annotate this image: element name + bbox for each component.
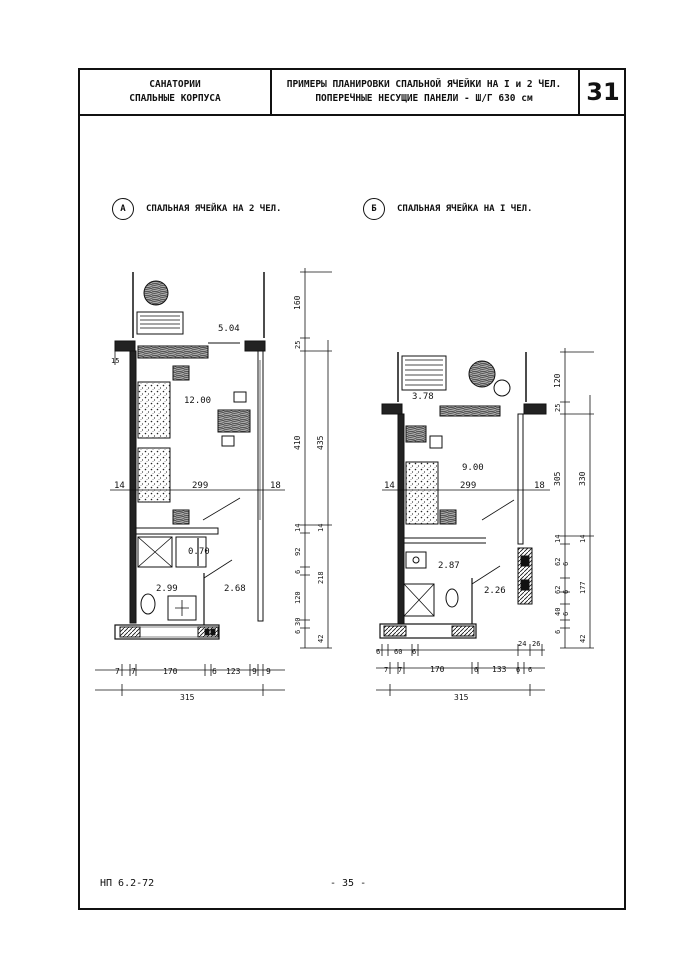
plan-b-bot-6c: 6 [474, 666, 478, 674]
plan-a-bot-total: 315 [180, 693, 195, 702]
section-a-heading: А СПАЛЬНАЯ ЯЧЕЙКА НА 2 ЧЕЛ. [112, 198, 281, 220]
plan-b-dim-14b: 14 [579, 535, 587, 543]
plan-b-dim-42: 42 [579, 635, 587, 643]
plan-b-dim-305: 305 [553, 471, 562, 486]
plan-a-dim-30: 30 [294, 618, 302, 626]
plan-b-bot-7b: 7 [398, 666, 402, 674]
section-b-heading: Б СПАЛЬНАЯ ЯЧЕЙКА НА I ЧЕЛ. [363, 198, 532, 220]
plan-b-bot-24: 24 [518, 640, 526, 648]
title-block-left: САНАТОРИИ СПАЛЬНЫЕ КОРПУСА [80, 70, 272, 114]
plan-a-dim-6b: 6 [294, 630, 302, 634]
plan-a-dim-435: 435 [316, 435, 325, 450]
plan-a-loggia-area: 5.04 [218, 324, 240, 334]
plan-a-dim-120: 120 [294, 591, 302, 604]
plan-b-dim-6: 6 [562, 562, 570, 566]
title-mid-line2: ПОПЕРЕЧНЫЕ НЕСУЩИЕ ПАНЕЛИ - Ш/Г 630 см [315, 93, 533, 104]
section-a-marker: А [112, 198, 134, 220]
plan-a-dim-42: 42 [317, 635, 325, 643]
plan-b-dim-14: 14 [554, 535, 562, 543]
plan-b-bot-total: 315 [454, 693, 469, 702]
plan-b-bot-170: 170 [430, 665, 445, 674]
plan-a-hall-area: 2.99 [156, 584, 178, 594]
plan-a [95, 268, 332, 696]
plan-a-dim-92: 92 [294, 548, 302, 556]
sheet-number: 31 [578, 70, 626, 114]
plan-b-dim-6d: 6 [554, 630, 562, 634]
footer-page: - 35 - [330, 878, 367, 889]
plan-a-bot-7a: 7 [115, 667, 120, 676]
plan-a-bot-170: 170 [163, 667, 178, 676]
plan-a-bot-9a: 9 [252, 667, 257, 676]
loggia-table-icon [468, 360, 496, 388]
plan-b-dim-62: 62 [554, 558, 562, 566]
loggia-table-icon [143, 280, 169, 306]
plan-b-bot-7a: 7 [384, 666, 388, 674]
section-a-title: СПАЛЬНАЯ ЯЧЕЙКА НА 2 ЧЕЛ. [146, 204, 282, 214]
plan-b-bedroom-area: 9.00 [462, 463, 484, 473]
plan-a-dim-410: 410 [293, 435, 302, 450]
plan-b-bot-6d: 6 [516, 666, 520, 674]
title-block: САНАТОРИИ СПАЛЬНЫЕ КОРПУСА ПРИМЕРЫ ПЛАНИ… [80, 70, 624, 116]
plan-b-bot-133: 133 [492, 665, 507, 674]
title-left-line2: СПАЛЬНЫЕ КОРПУСА [129, 93, 221, 104]
section-b-marker: Б [363, 198, 385, 220]
plan-b-width-mid: 299 [460, 481, 476, 491]
plan-a-dim-160: 160 [293, 295, 302, 310]
plan-a-dim-14: 14 [294, 524, 302, 532]
plan-b-dim-6c: 6 [562, 612, 570, 616]
plan-b-dim-40: 40 [554, 608, 562, 616]
drawing-frame: САНАТОРИИ СПАЛЬНЫЕ КОРПУСА ПРИМЕРЫ ПЛАНИ… [78, 68, 626, 910]
plan-b-dim-120: 120 [553, 373, 562, 388]
plan-b-bot-6b: 6 [412, 648, 416, 656]
plan-b-dim-177: 177 [579, 581, 587, 594]
plan-a-bot-7b: 7 [131, 667, 136, 676]
plan-a-dim-218: 218 [317, 571, 325, 584]
plan-b-loggia-area: 3.78 [412, 392, 434, 402]
plan-a-dim-25: 25 [294, 341, 302, 349]
title-block-middle: ПРИМЕРЫ ПЛАНИРОВКИ СПАЛЬНОЙ ЯЧЕЙКИ НА I … [272, 70, 576, 114]
plan-a-width-right: 18 [270, 481, 281, 491]
plan-b-bath-area: 2.26 [484, 586, 506, 596]
plan-a-dim-14b: 14 [317, 524, 325, 532]
section-b-title: СПАЛЬНАЯ ЯЧЕЙКА НА I ЧЕЛ. [397, 204, 533, 214]
title-mid-line1: ПРИМЕРЫ ПЛАНИРОВКИ СПАЛЬНОЙ ЯЧЕЙКИ НА I … [286, 79, 562, 90]
plan-a-shower-area: 0.70 [188, 547, 210, 557]
plan-b-dim-330: 330 [578, 471, 587, 486]
plan-a-bedroom-area: 12.00 [184, 396, 211, 406]
plan-a-dim-6: 6 [294, 570, 302, 574]
plan-a-width-left: 14 [114, 481, 125, 491]
plan-a-bot-123: 123 [226, 667, 241, 676]
plan-b-width-right: 18 [534, 481, 545, 491]
plan-a-bot-9b: 9 [266, 667, 271, 676]
plan-b-hall-area: 2.87 [438, 561, 460, 571]
plan-b-bot-26: 26 [532, 640, 540, 648]
plan-b-dim-25: 25 [554, 404, 562, 412]
title-left-line1: САНАТОРИИ [149, 79, 201, 90]
plan-a-width-mid: 299 [192, 481, 208, 491]
plan-b-bot-6e: 6 [528, 666, 532, 674]
plan-a-bath-area: 2.68 [224, 584, 246, 594]
plan-b-width-left: 14 [384, 481, 395, 491]
plan-b-bot-60: 60 [394, 648, 402, 656]
footer-code: НП 6.2-72 [100, 878, 155, 889]
plan-b [376, 348, 594, 696]
plan-b-bot-6a: 6 [376, 648, 380, 656]
plan-a-dim-15: 15 [111, 357, 119, 365]
plan-a-bot-6: 6 [212, 667, 217, 676]
plan-b-dim-62b: 62 [554, 586, 562, 594]
plan-b-dim-6b: 6 [562, 590, 570, 594]
